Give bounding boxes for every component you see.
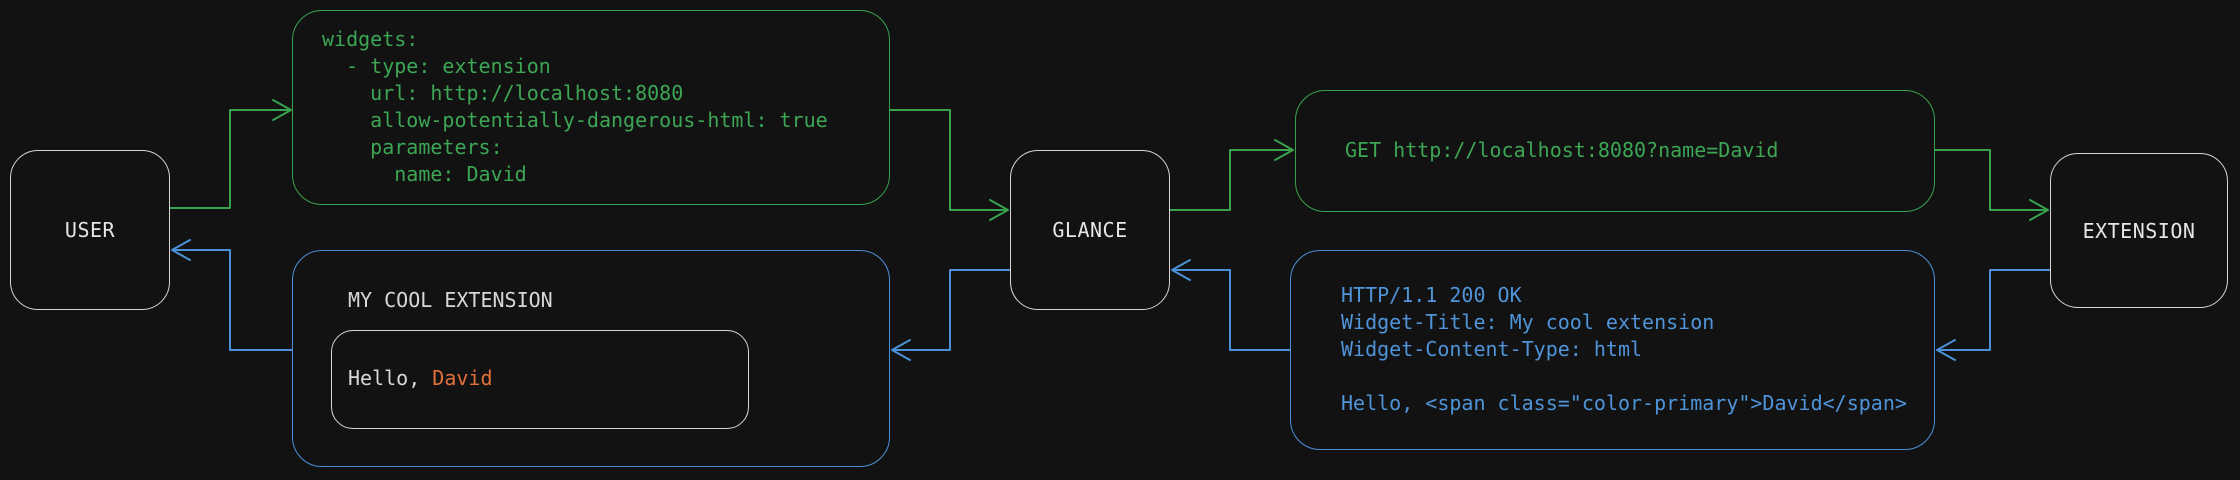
code-line: Hello, <span class="color-primary">David…: [1341, 391, 1907, 415]
greeting-name: David: [432, 366, 493, 390]
get-request-box: [1295, 90, 1935, 212]
code-line: Widget-Content-Type: html: [1341, 337, 1643, 361]
widget-preview-title: MY COOL EXTENSION: [348, 288, 553, 312]
http-response-box: [1290, 250, 1935, 450]
code-line: allow-potentially-dangerous-html: true: [322, 108, 828, 132]
node-glance: GLANCE: [1010, 150, 1170, 310]
code-line: - type: extension: [322, 54, 551, 78]
node-glance-label: GLANCE: [1052, 218, 1128, 242]
widget-preview-content-box: [331, 330, 749, 429]
code-line: Widget-Title: My cool extension: [1341, 310, 1715, 334]
arrow-preview-to-user: [171, 239, 293, 351]
node-extension-label: EXTENSION: [2082, 218, 2196, 243]
arrow-config-to-glance: [889, 109, 1009, 221]
http-response-code: HTTP/1.1 200 OK Widget-Title: My cool ext…: [1341, 282, 1907, 417]
widget-greeting: Hello, David: [348, 366, 493, 390]
arrow-glance-to-request: [1169, 139, 1294, 211]
arrow-glance-to-preview: [891, 269, 1011, 361]
code-line: GET http://localhost:8080?name=David: [1345, 138, 1779, 162]
widget-config-code: widgets: - type: extension url: http://l…: [322, 26, 828, 188]
get-request-code: GET http://localhost:8080?name=David: [1345, 137, 1778, 164]
code-line: name: David: [322, 162, 527, 186]
widget-preview-box: [292, 250, 890, 467]
arrow-response-to-glance: [1171, 259, 1291, 351]
arrow-extension-to-response: [1936, 269, 2051, 361]
widget-config-box: [292, 10, 890, 205]
node-extension: EXTENSION: [2050, 153, 2228, 308]
code-line: HTTP/1.1 200 OK: [1341, 283, 1522, 307]
arrow-request-to-extension: [1934, 149, 2049, 221]
node-user-label: USER: [64, 218, 116, 242]
node-user: USER: [10, 150, 170, 310]
greeting-prefix: Hello,: [348, 366, 433, 390]
code-line: parameters:: [322, 135, 503, 159]
code-line: [1341, 363, 1907, 390]
code-line: url: http://localhost:8080: [322, 81, 684, 105]
code-line: widgets:: [322, 27, 419, 51]
arrow-user-to-config: [169, 99, 292, 209]
